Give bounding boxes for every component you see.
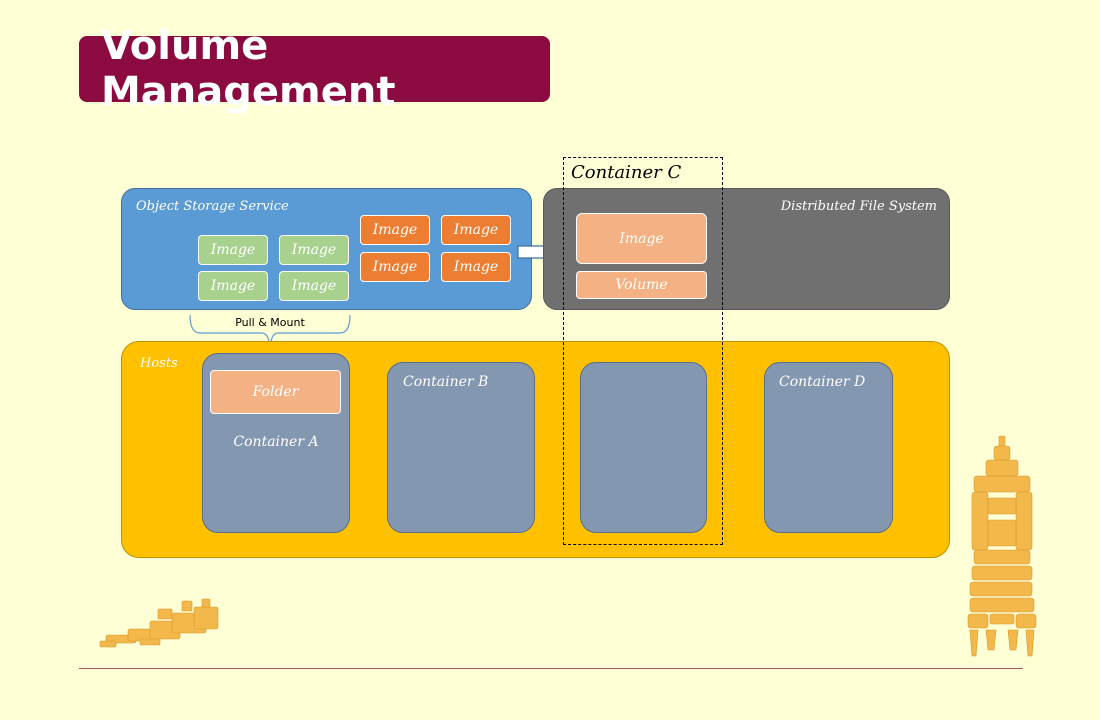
dfs-label: Distributed File System [780, 199, 937, 214]
container-c-outline [563, 157, 723, 545]
image-block-green: Image [198, 271, 268, 301]
image-block-orange: Image [441, 215, 511, 245]
container-b-label: Container B [403, 374, 489, 390]
image-block-green: Image [279, 271, 349, 301]
container-d-label: Container D [779, 374, 866, 390]
image-block-green: Image [279, 235, 349, 265]
image-block-orange: Image [360, 252, 430, 282]
volume-block: Volume [576, 271, 707, 299]
object-storage-label: Object Storage Service [136, 199, 289, 214]
rocket-illustration [967, 435, 1037, 657]
container-c-host [580, 362, 707, 533]
bottom-divider [79, 668, 1023, 669]
image-block-orange: Image [360, 215, 430, 245]
folder-block: Folder [210, 370, 341, 414]
hosts-label: Hosts [140, 356, 178, 371]
image-block-green: Image [198, 235, 268, 265]
container-a-label: Container A [233, 434, 319, 450]
pull-mount-label: Pull & Mount [235, 316, 305, 329]
dfs-image-block: Image [576, 213, 707, 264]
container-b [387, 362, 535, 533]
container-d [764, 362, 893, 533]
page-title: Volume Management [79, 23, 550, 115]
container-c-label: Container C [571, 162, 682, 183]
image-block-orange: Image [441, 252, 511, 282]
ship-illustration [99, 598, 219, 648]
